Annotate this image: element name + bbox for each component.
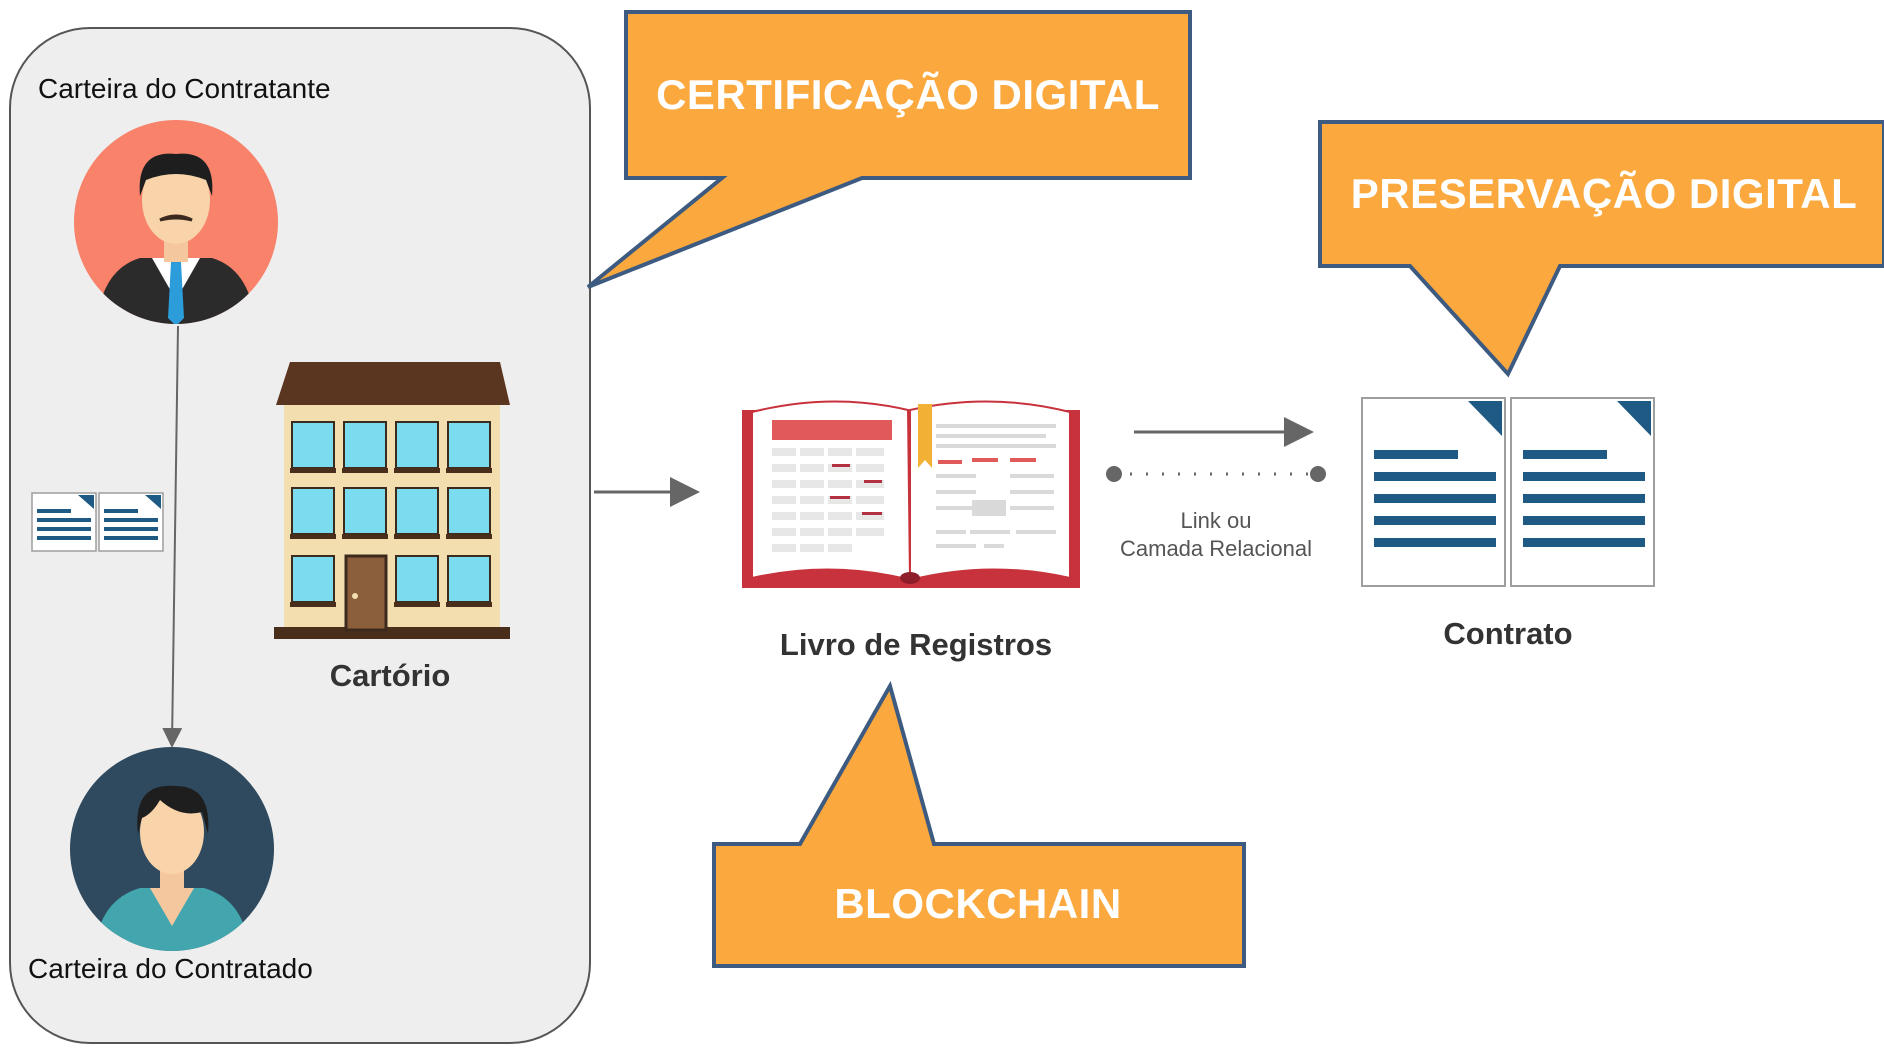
blockchain-callout: [712, 680, 1246, 968]
link-label-line1: Link ou: [1181, 508, 1252, 533]
certification-callout: [586, 10, 1192, 289]
notary-label: Cartório: [330, 658, 451, 693]
document-icon: [1361, 397, 1655, 587]
preservation-callout-text: PRESERVAÇÃO DIGITAL: [1351, 170, 1858, 217]
certification-callout-text: CERTIFICAÇÃO DIGITAL: [656, 71, 1160, 118]
contract-label: Contrato: [1443, 616, 1572, 651]
link-label-line2: Camada Relacional: [1120, 536, 1312, 561]
ledger-label: Livro de Registros: [780, 627, 1052, 662]
open-book-icon: [742, 400, 1080, 588]
contracted-avatar-icon: [70, 747, 274, 951]
contractor-avatar-icon: [74, 120, 278, 324]
contractor-wallet-label: Carteira do Contratante: [38, 73, 331, 104]
transfer-connector: [162, 325, 183, 748]
building-icon: [274, 362, 510, 639]
preservation-callout: [1318, 120, 1884, 378]
relation-connector: [1106, 466, 1326, 482]
contracted-wallet-label: Carteira do Contratado: [28, 953, 313, 984]
blockchain-callout-text: BLOCKCHAIN: [834, 880, 1121, 927]
